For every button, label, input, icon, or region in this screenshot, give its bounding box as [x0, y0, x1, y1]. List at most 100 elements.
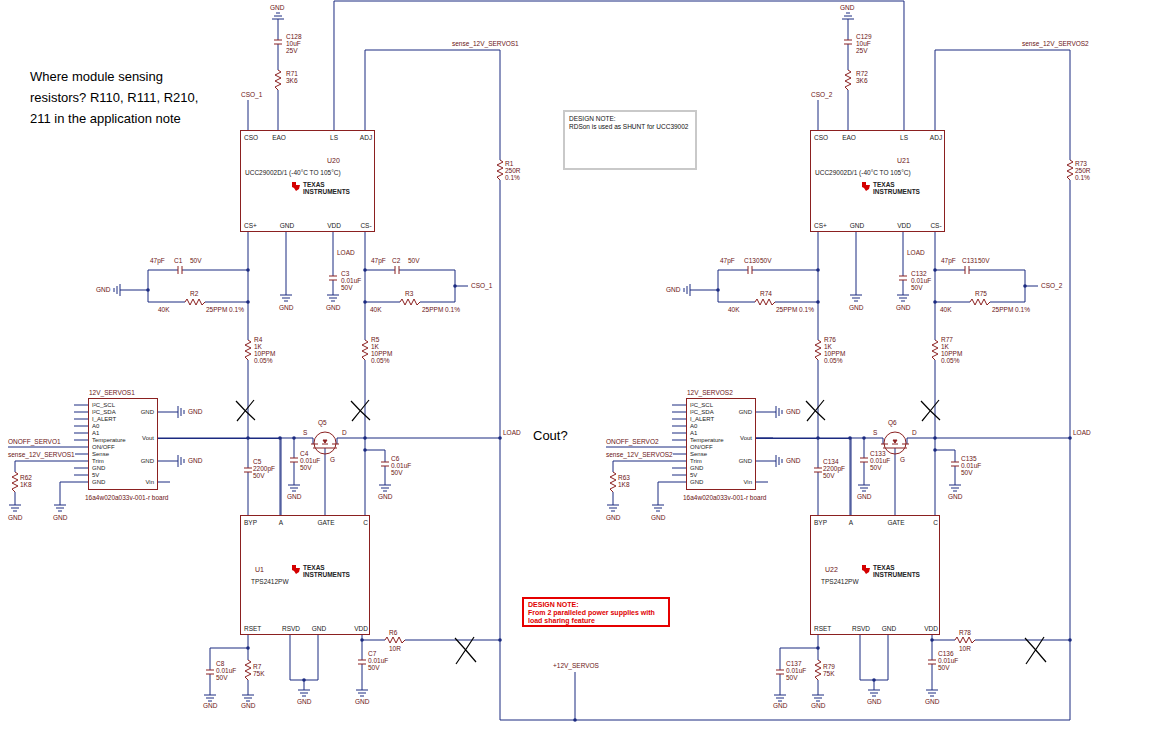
- pin-label: GND: [882, 625, 896, 633]
- schematic-label: 25PPM 0.1%: [422, 306, 460, 314]
- schematic-label: 50V: [300, 464, 312, 472]
- pin-label: A0: [92, 423, 99, 430]
- schematic-label: LOAD: [337, 249, 355, 257]
- schematic-label: GND: [948, 493, 962, 501]
- schematic-label: R6: [389, 629, 397, 637]
- schematic-label: 25PPM 0.1%: [992, 306, 1030, 314]
- wire-connector: [158, 439, 281, 516]
- schematic-label: GND: [96, 286, 110, 294]
- ground-symbol: [114, 284, 120, 296]
- schematic-label: GND: [925, 698, 939, 706]
- pin-label: C: [933, 519, 938, 527]
- schematic-label: GND: [203, 702, 217, 710]
- resistor-symbol: [12, 472, 18, 492]
- schematic-label: 0.1%: [505, 174, 520, 182]
- capacitor-symbol: [358, 660, 366, 664]
- schematic-label: GND: [188, 408, 202, 416]
- pin-label: ADJ: [360, 134, 372, 142]
- schematic-label: 10R: [389, 645, 401, 653]
- annotation: Cout?: [533, 428, 568, 443]
- schematic-label: C130: [744, 257, 760, 265]
- pin-label: Trim: [92, 458, 104, 465]
- mosfet-arrow: [323, 440, 327, 443]
- pin-label: TPS2412PW: [251, 578, 289, 586]
- capacitor-symbol: [395, 266, 399, 274]
- pin-label: TPS2412PW: [821, 578, 859, 586]
- schematic-label: 75K: [253, 670, 265, 678]
- schematic-label: GND: [270, 4, 284, 12]
- pin-label: GND: [739, 458, 752, 465]
- schematic-label: 40K: [370, 306, 382, 314]
- schematic-label: GND: [849, 304, 863, 312]
- schematic-label: G: [900, 456, 905, 464]
- pin-label: A1: [690, 430, 697, 437]
- resistor-symbol: [185, 299, 205, 305]
- pin-label: GND: [312, 625, 326, 633]
- pin-label: 12V_SERVOS1: [89, 389, 135, 397]
- schematic-label: 50V: [870, 464, 882, 472]
- schematic-label: 40K: [158, 306, 170, 314]
- schematic-label: 3K6: [856, 77, 868, 85]
- pin-label: Sense: [690, 451, 707, 458]
- logo-icon: [861, 565, 871, 575]
- schematic-label: Q5: [318, 419, 327, 427]
- schematic-label: CSO_1: [471, 282, 492, 290]
- schematic-label: 40K: [940, 306, 952, 314]
- schematic-label: GND: [857, 493, 871, 501]
- schematic-label: GND: [867, 698, 881, 706]
- capacitor-symbol: [381, 462, 389, 466]
- schematic-label: 40K: [728, 306, 740, 314]
- pin-label: CS-: [930, 222, 941, 230]
- schematic-label: ONOFF_SERVO1: [8, 438, 61, 446]
- schematic-label: 50V: [216, 674, 228, 682]
- schematic-label: GND: [355, 698, 369, 706]
- note-box: DESIGN NOTE:RDSon is used as SHUNT for U…: [563, 110, 697, 170]
- schematic-label: ONOFF_SERVO2: [606, 438, 659, 446]
- schematic-label: 50V: [786, 674, 798, 682]
- resistor-symbol: [275, 70, 281, 90]
- pin-label: 12V_SERVOS2: [687, 389, 733, 397]
- schematic-label: sense_12V_SERVOS2: [1022, 40, 1089, 48]
- pin-label: RSET: [244, 625, 261, 633]
- pin-label: GND: [141, 458, 154, 465]
- schematic-label: 75K: [823, 670, 835, 678]
- ground-symbol: [242, 695, 254, 701]
- schematic-label: 0.05%: [824, 357, 842, 365]
- pin-label: RSVD: [282, 625, 300, 633]
- wire: [500, 672, 1070, 720]
- schematic-label: 50V: [341, 284, 353, 292]
- pin-label: Vin: [145, 479, 154, 486]
- pin-label: CSO: [814, 134, 828, 142]
- schematic-label: sense_12V_SERVOS1: [8, 451, 75, 459]
- resistor-symbol: [400, 299, 420, 305]
- mosfet-symbol: [311, 444, 339, 448]
- resistor-symbol: [385, 637, 405, 643]
- capacitor-symbol: [274, 40, 282, 44]
- schematic-label: 47pF: [371, 257, 386, 265]
- schematic-label: GND: [326, 304, 340, 312]
- schematic-label: R74: [760, 290, 772, 298]
- schematic-label: C1: [174, 257, 182, 265]
- schematic-label: 25V: [856, 47, 868, 55]
- note-text: RDSon is used as SHUNT for UCC39002: [569, 123, 691, 131]
- designator: U1: [255, 566, 264, 574]
- designator: U21: [897, 157, 910, 165]
- note-text: From 2 paralleled power supplies with lo…: [528, 609, 664, 625]
- schematic-label: 47pF: [941, 257, 956, 265]
- pin-label: RSVD: [852, 625, 870, 633]
- resistor-symbol: [245, 660, 251, 680]
- capacitor-symbol: [178, 266, 182, 274]
- pin-label: Sense: [92, 451, 109, 458]
- note-box: DESIGN NOTE:From 2 paralleled power supp…: [522, 597, 670, 627]
- capacitor-symbol: [206, 670, 214, 674]
- capacitor-symbol: [244, 468, 252, 472]
- pin-label: EAO: [842, 134, 856, 142]
- schematic-label: 10R: [959, 645, 971, 653]
- pin-label: GND: [690, 465, 703, 472]
- pin-label: GATE: [317, 519, 334, 527]
- schematic-label: GND: [279, 304, 293, 312]
- mosfet-symbol: [314, 432, 336, 454]
- schematic-label: CSO_1: [241, 91, 262, 99]
- schematic-label: S: [873, 429, 877, 437]
